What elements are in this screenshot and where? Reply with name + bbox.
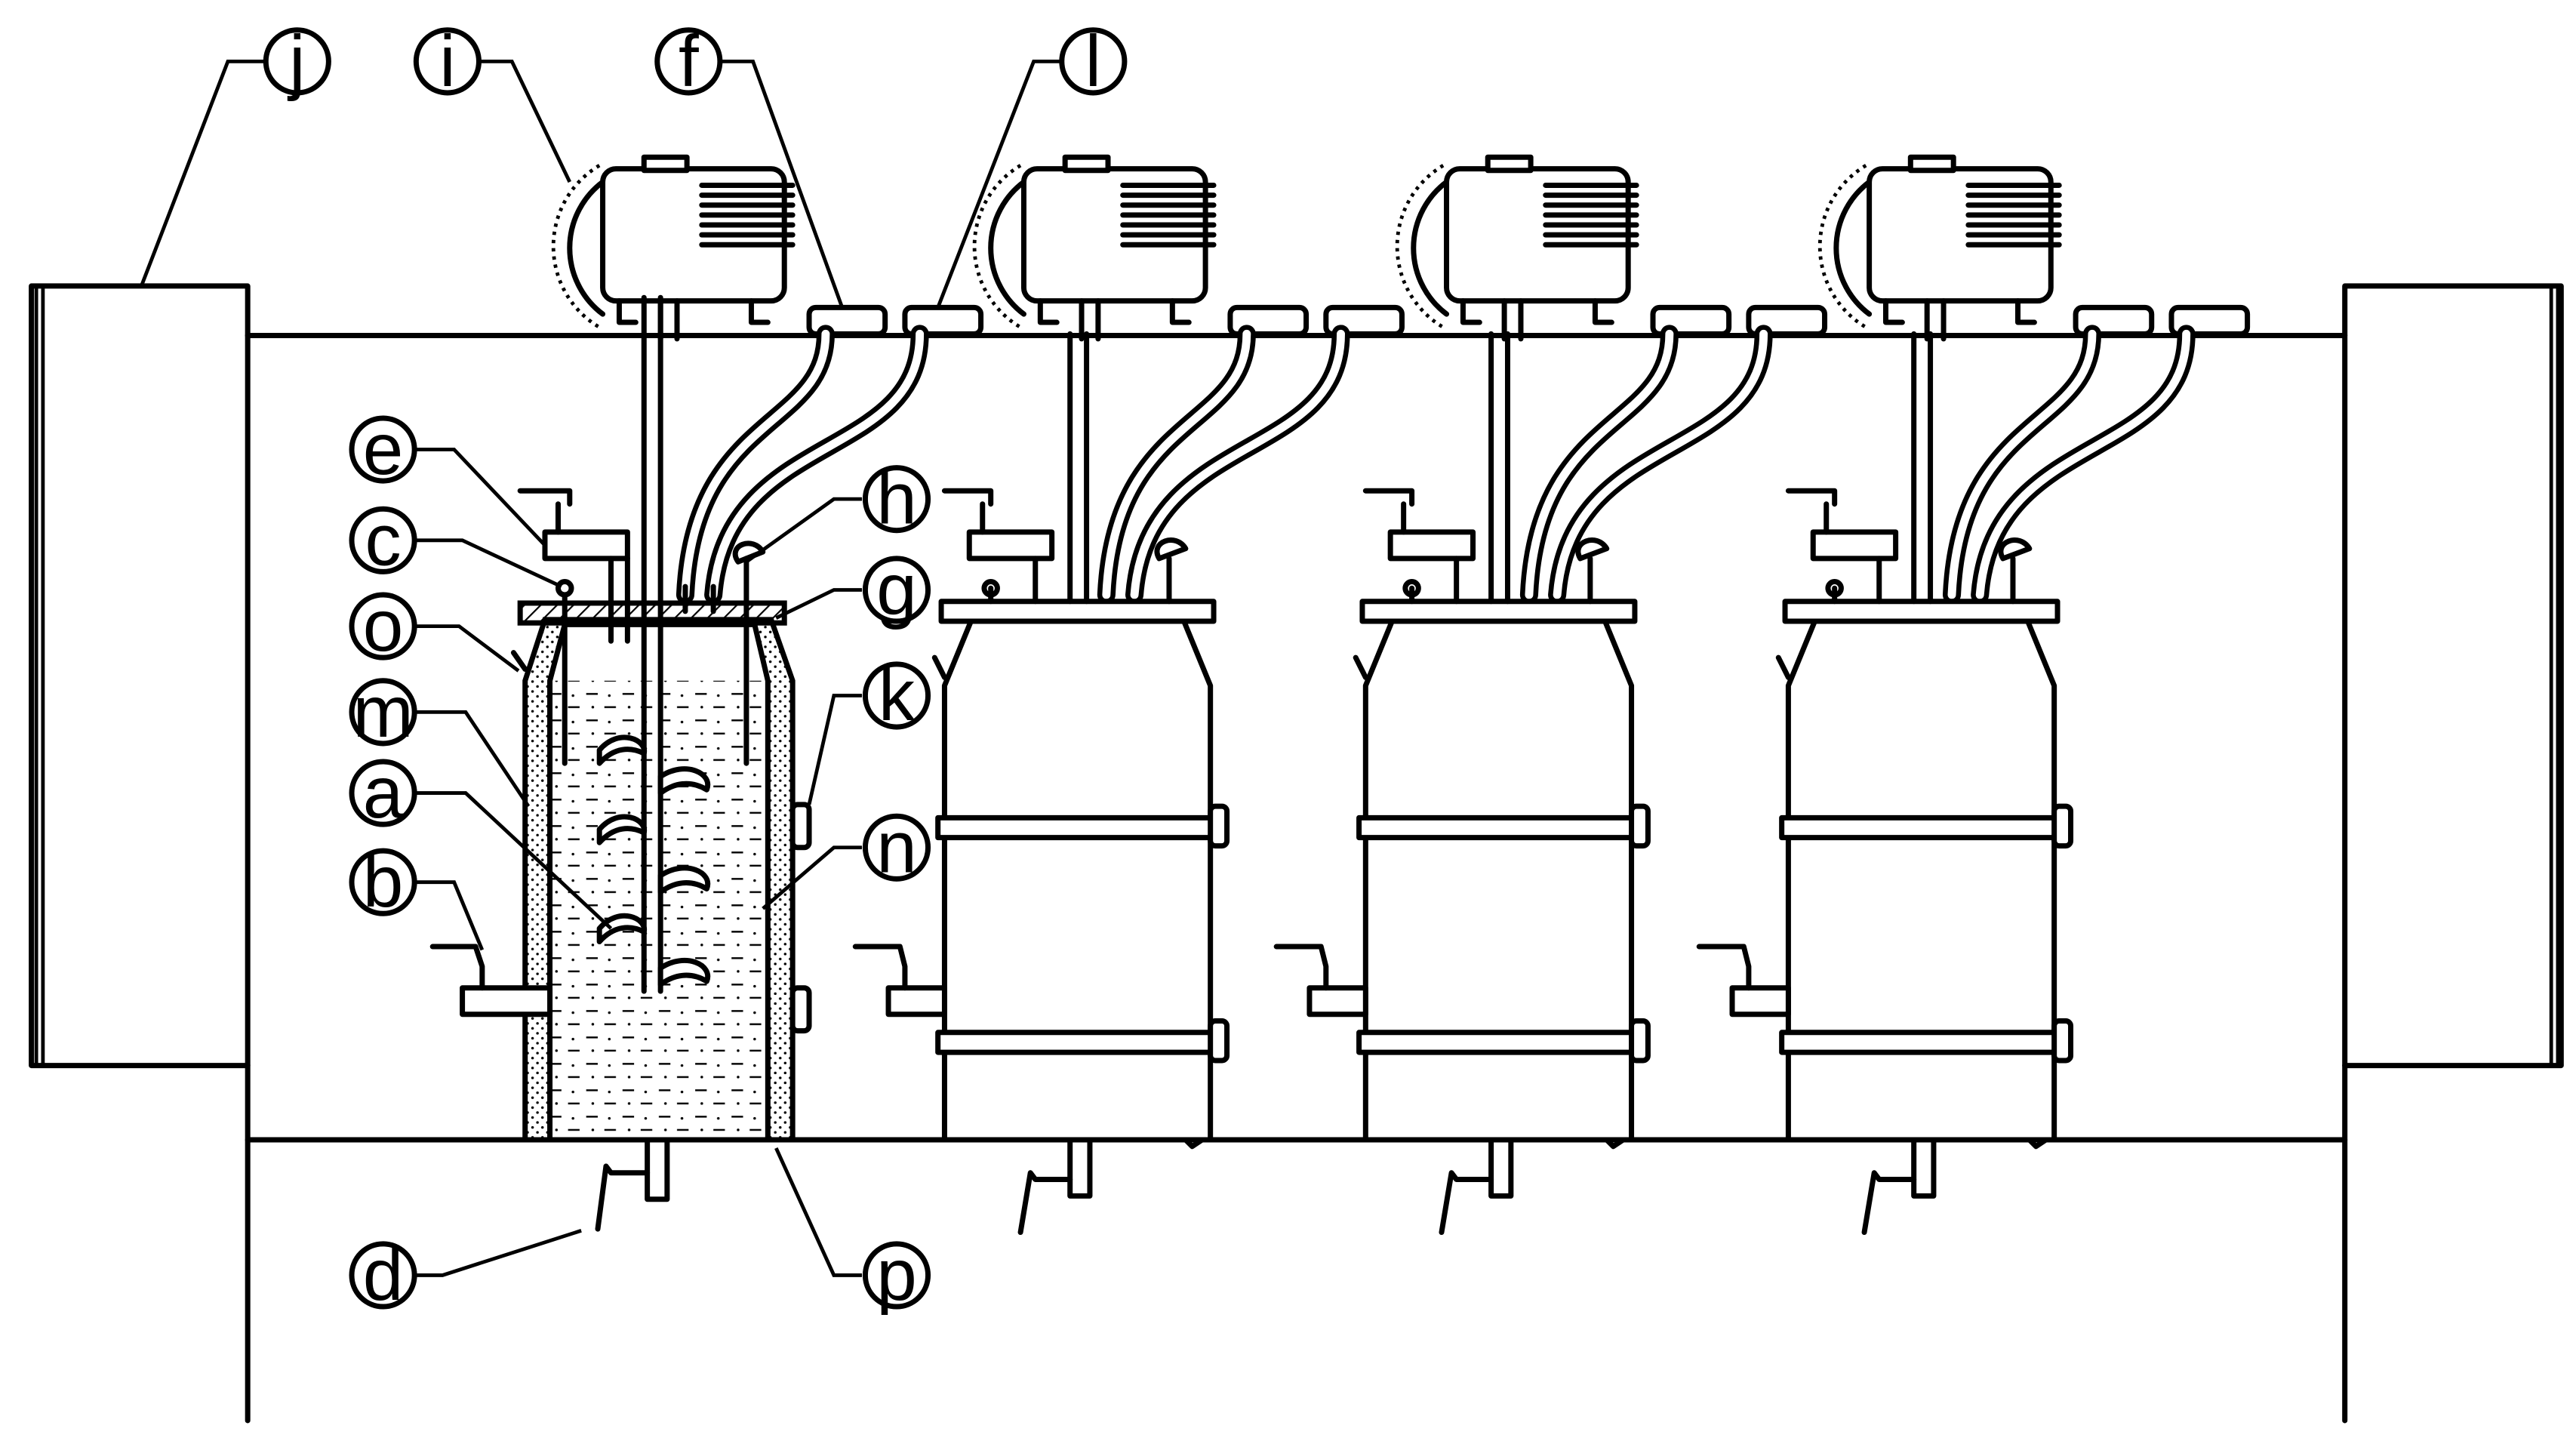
callout-n: n <box>862 807 931 888</box>
motor-unit-3 <box>1397 157 1824 595</box>
motor-unit-2 <box>974 157 1402 595</box>
right-housing <box>2342 283 2564 1069</box>
callout-a: a <box>349 753 417 833</box>
label-n: n <box>876 807 917 888</box>
reactor-section-view <box>429 294 812 1232</box>
label-p: p <box>876 1235 917 1316</box>
label-o: o <box>363 586 404 667</box>
label-b: b <box>363 842 404 922</box>
callout-e: e <box>349 409 417 490</box>
label-h: h <box>876 459 917 540</box>
leader-lines <box>140 59 1062 1277</box>
label-a: a <box>363 753 404 833</box>
left-housing <box>29 283 251 1069</box>
label-d: d <box>363 1235 404 1316</box>
callout-m: m <box>349 672 417 753</box>
callout-b: b <box>349 842 417 922</box>
motor-unit-4 <box>1820 157 2247 595</box>
label-k: k <box>879 655 916 736</box>
callout-d: d <box>349 1235 417 1316</box>
label-m: m <box>352 672 413 753</box>
callout-g: g <box>862 550 931 630</box>
label-j: j <box>287 21 305 102</box>
callout-i: i <box>413 21 482 102</box>
label-i: i <box>439 21 455 102</box>
label-g: g <box>876 550 917 630</box>
callout-k: k <box>862 655 931 736</box>
label-f: f <box>679 21 699 102</box>
callout-l: l <box>1059 21 1128 102</box>
label-l: l <box>1085 21 1101 102</box>
callout-c: c <box>349 500 417 580</box>
callout-j: j <box>263 21 331 102</box>
label-e: e <box>363 409 404 490</box>
reactor-4 <box>1699 334 2070 1232</box>
callout-p: p <box>862 1235 931 1316</box>
callout-o: o <box>349 586 417 667</box>
callout-f: f <box>654 21 723 102</box>
reactor-3 <box>1276 334 1648 1232</box>
callout-h: h <box>862 459 931 540</box>
label-c: c <box>365 500 402 580</box>
